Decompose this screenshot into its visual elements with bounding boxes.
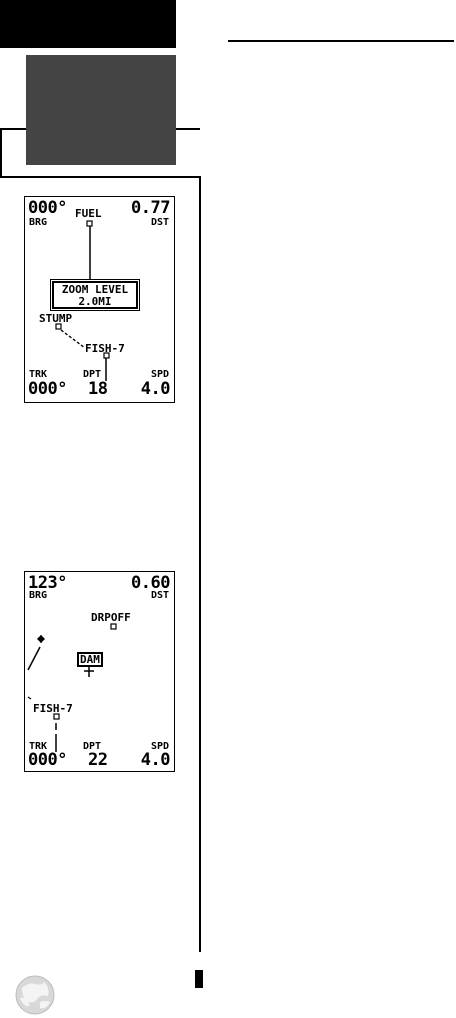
frame-line	[176, 128, 200, 130]
frame-line	[0, 128, 26, 130]
track-label: TRK	[29, 741, 48, 752]
distance-label: DST	[150, 217, 169, 228]
depth-label: DPT	[83, 369, 102, 380]
track-value: 000°	[28, 750, 67, 770]
waypoint-label-stump: STUMP	[39, 312, 73, 325]
distance-value: 0.77	[131, 198, 170, 218]
waypoint-label-fish: FISH-7	[85, 342, 125, 355]
waypoint-label-fish: FISH-7	[33, 702, 73, 715]
header-rule	[228, 40, 454, 42]
globe-logo-icon	[15, 975, 55, 1015]
speed-value: 4.0	[140, 750, 171, 770]
section-tab-gray	[26, 55, 176, 165]
zoom-level-title: ZOOM LEVEL	[61, 283, 129, 296]
waypoint-label-fuel: FUEL	[75, 207, 102, 220]
depth-value: 22	[88, 750, 108, 770]
depth-value: 18	[88, 379, 108, 399]
gps-map-screen-zoom: 000° BRG 0.77 DST FUEL ZOOM LEVEL 2.0MI …	[24, 196, 175, 403]
speed-label: SPD	[150, 369, 169, 380]
frame-line	[0, 176, 200, 178]
zoom-level-popup: ZOOM LEVEL 2.0MI	[52, 281, 138, 309]
zoom-level-value: 2.0MI	[78, 295, 112, 308]
bearing-label: BRG	[29, 590, 48, 601]
section-tab-dark	[0, 0, 176, 48]
track-value: 000°	[28, 379, 67, 399]
waypoint-label-dam-highlighted: DAM	[77, 652, 103, 667]
margin-rule	[199, 176, 201, 952]
track-label: TRK	[29, 369, 48, 380]
bearing-value: 000°	[28, 198, 67, 218]
bearing-label: BRG	[29, 217, 48, 228]
waypoint-label-drpoff: DRPOFF	[91, 611, 131, 624]
map-lines	[27, 623, 117, 752]
gps-map-screen-pan: 123° BRG 0.60 DST DRPOFF DAM FISH-7 TRK …	[24, 571, 175, 772]
page-marker	[195, 970, 203, 988]
map-lines	[55, 220, 110, 381]
distance-value: 0.60	[131, 573, 170, 593]
bearing-value: 123°	[28, 573, 67, 593]
depth-label: DPT	[83, 741, 102, 752]
frame-line	[0, 128, 2, 178]
speed-value: 4.0	[140, 379, 171, 399]
distance-label: DST	[150, 590, 169, 601]
speed-label: SPD	[150, 741, 169, 752]
